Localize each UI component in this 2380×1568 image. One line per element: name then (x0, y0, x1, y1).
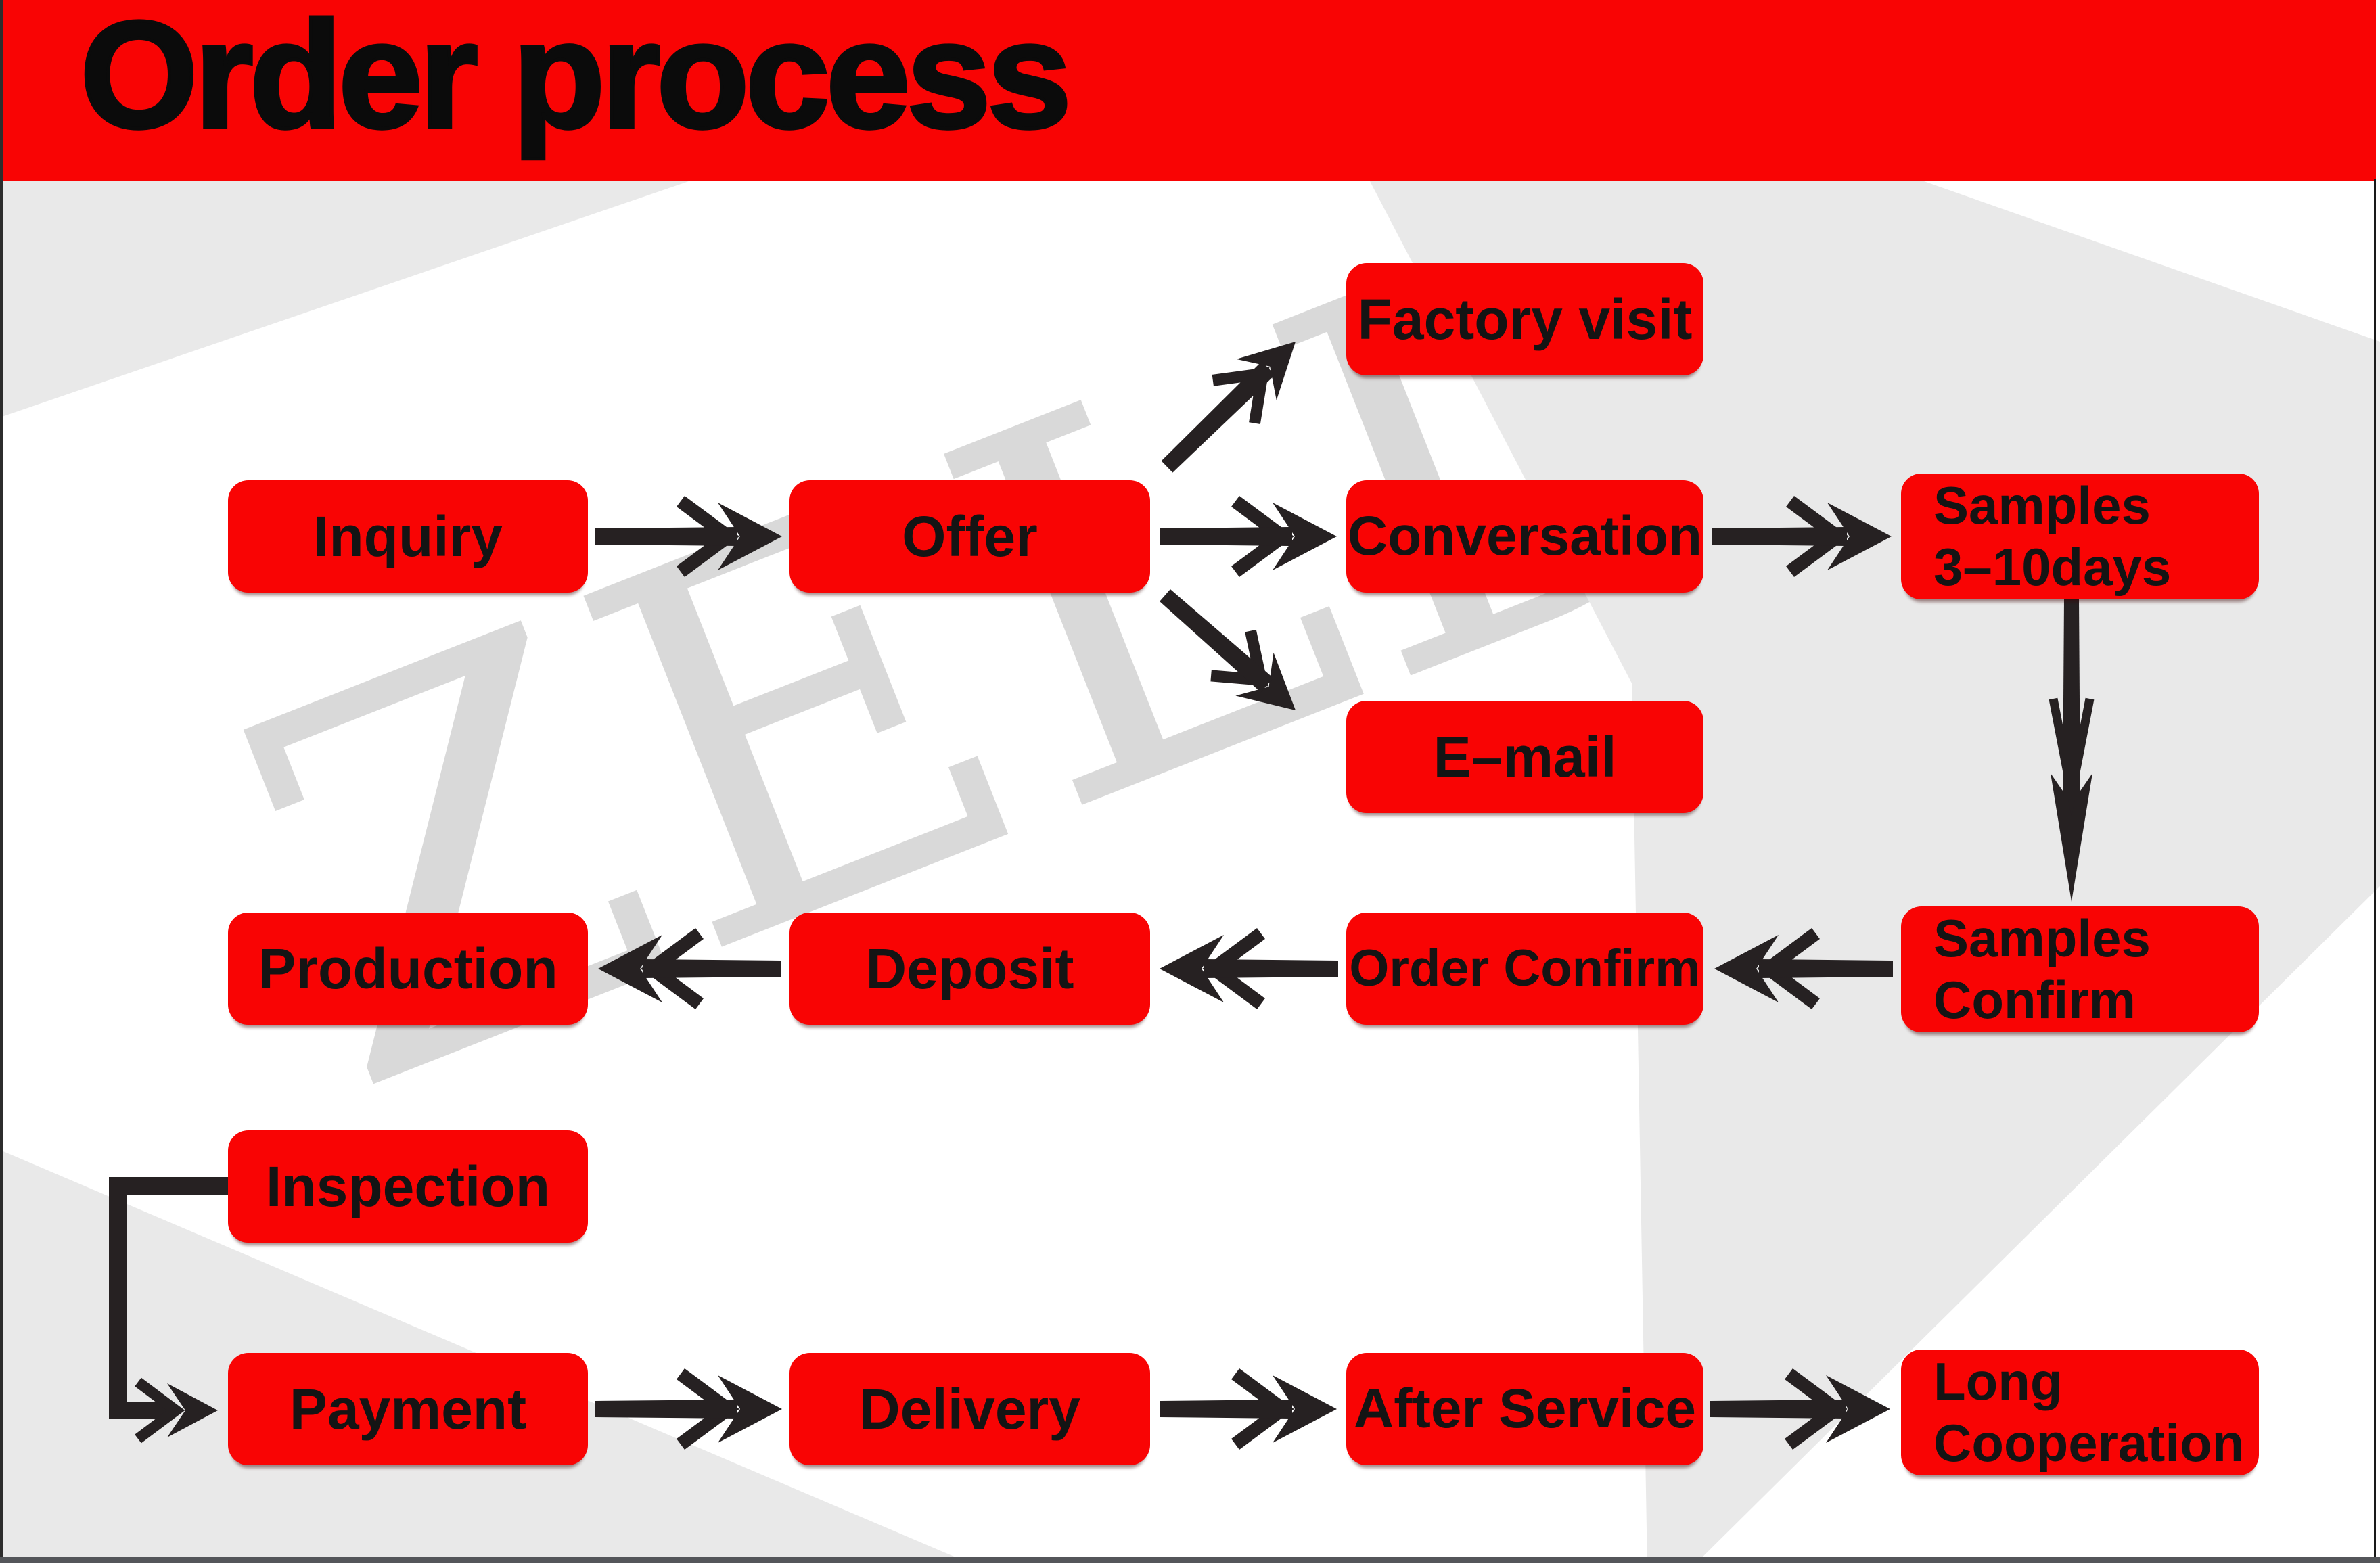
flow-node-label: Deposit (865, 936, 1074, 1000)
flow-node-conversation: Conversation (1346, 480, 1703, 593)
arrow-deposit-to-production-head (598, 935, 662, 1002)
flow-node-label: Inquiry (313, 504, 503, 568)
flow-node-after-service: After Service (1346, 1353, 1703, 1465)
arrow-inspection-to-payment-head (167, 1383, 218, 1437)
flow-node-label: Order Confirm (1349, 939, 1701, 997)
arrow-order-confirm-to-deposit-stem (1204, 959, 1338, 978)
arrow-samples-confirm-to-order-confirm-stem (1759, 959, 1893, 978)
arrow-delivery-to-after-service-head (1273, 1375, 1337, 1443)
arrow-after-service-to-long-cooperation-head (1826, 1375, 1890, 1443)
bg-polygon (0, 181, 689, 417)
arrow-order-confirm-to-deposit-head (1160, 935, 1224, 1002)
arrow-offer-to-conversation-stem (1160, 527, 1292, 546)
arrow-offer-to-e-mail-stem (1160, 589, 1274, 693)
flow-node-payment: Payment (228, 1353, 588, 1465)
flow-node-label: Production (258, 936, 558, 1000)
arrow-payment-to-delivery-stem (595, 1400, 737, 1419)
arrow-samples-to-samples-confirm-stem (2063, 599, 2080, 800)
flow-node-label: Cooperation (1933, 1413, 2245, 1473)
flow-node-label: E–mail (1433, 724, 1617, 789)
flow-node-label: Delivery (859, 1377, 1080, 1441)
arrow-delivery-to-after-service-stem (1160, 1400, 1292, 1419)
flow-node-label: Factory visit (1357, 287, 1693, 351)
arrow-inspection-to-payment-chevron (135, 1377, 185, 1444)
bottom-border-line (0, 1557, 2380, 1563)
arrow-offer-to-e-mail-head (1235, 652, 1296, 710)
arrow-offer-to-factory-visit-head (1236, 342, 1296, 400)
flow-node-label: Confirm (1933, 970, 2136, 1030)
arrow-inspection-to-payment-stem (109, 1177, 228, 1419)
arrow-offer-to-factory-visit-stem (1161, 361, 1275, 473)
flow-node-label: Inspection (265, 1154, 551, 1218)
flow-node-label: Payment (289, 1377, 527, 1441)
flow-node-label: Long (1933, 1351, 2063, 1411)
bottom-margin (0, 1563, 2380, 1568)
flow-node-label: After Service (1354, 1378, 1696, 1440)
flow-node-factory-visit: Factory visit (1346, 263, 1703, 375)
flow-node-label: Conversation (1348, 505, 1702, 568)
arrow-inquiry-to-offer-head (718, 503, 782, 570)
page-title: Order process (78, 0, 1073, 162)
flow-node-deposit: Deposit (789, 913, 1150, 1025)
arrow-deposit-to-production-stem (643, 959, 781, 978)
arrow-offer-to-conversation-head (1273, 503, 1337, 570)
arrow-samples-confirm-to-order-confirm-head (1714, 935, 1779, 1002)
flow-node-label: Samples (1933, 908, 2151, 968)
arrow-inquiry-to-offer-stem (595, 527, 737, 546)
arrow-conversation-to-samples-stem (1712, 527, 1847, 546)
left-border-line (0, 0, 3, 1563)
flow-node-inspection: Inspection (228, 1130, 588, 1243)
flow-node-order-confirm: Order Confirm (1346, 913, 1703, 1025)
flow-node-production: Production (228, 913, 588, 1025)
flow-node-label: Samples (1933, 475, 2151, 535)
flow-node-label: Offer (902, 504, 1038, 568)
flow-node-offer: Offer (789, 480, 1150, 593)
flow-arrows (109, 342, 2095, 1450)
arrow-after-service-to-long-cooperation-stem (1710, 1400, 1846, 1419)
flow-node-inquiry: Inquiry (228, 480, 588, 593)
arrow-conversation-to-samples-head (1827, 503, 1892, 570)
flow-node-delivery: Delivery (789, 1353, 1150, 1465)
flow-node-e-mail: E–mail (1346, 701, 1703, 813)
arrow-samples-to-samples-confirm-head (2051, 773, 2092, 902)
title-bar: Order process (0, 0, 2376, 181)
right-border-line (2374, 179, 2376, 1563)
arrow-payment-to-delivery-head (718, 1375, 782, 1443)
flow-node-label: 3–10days (1933, 537, 2172, 597)
